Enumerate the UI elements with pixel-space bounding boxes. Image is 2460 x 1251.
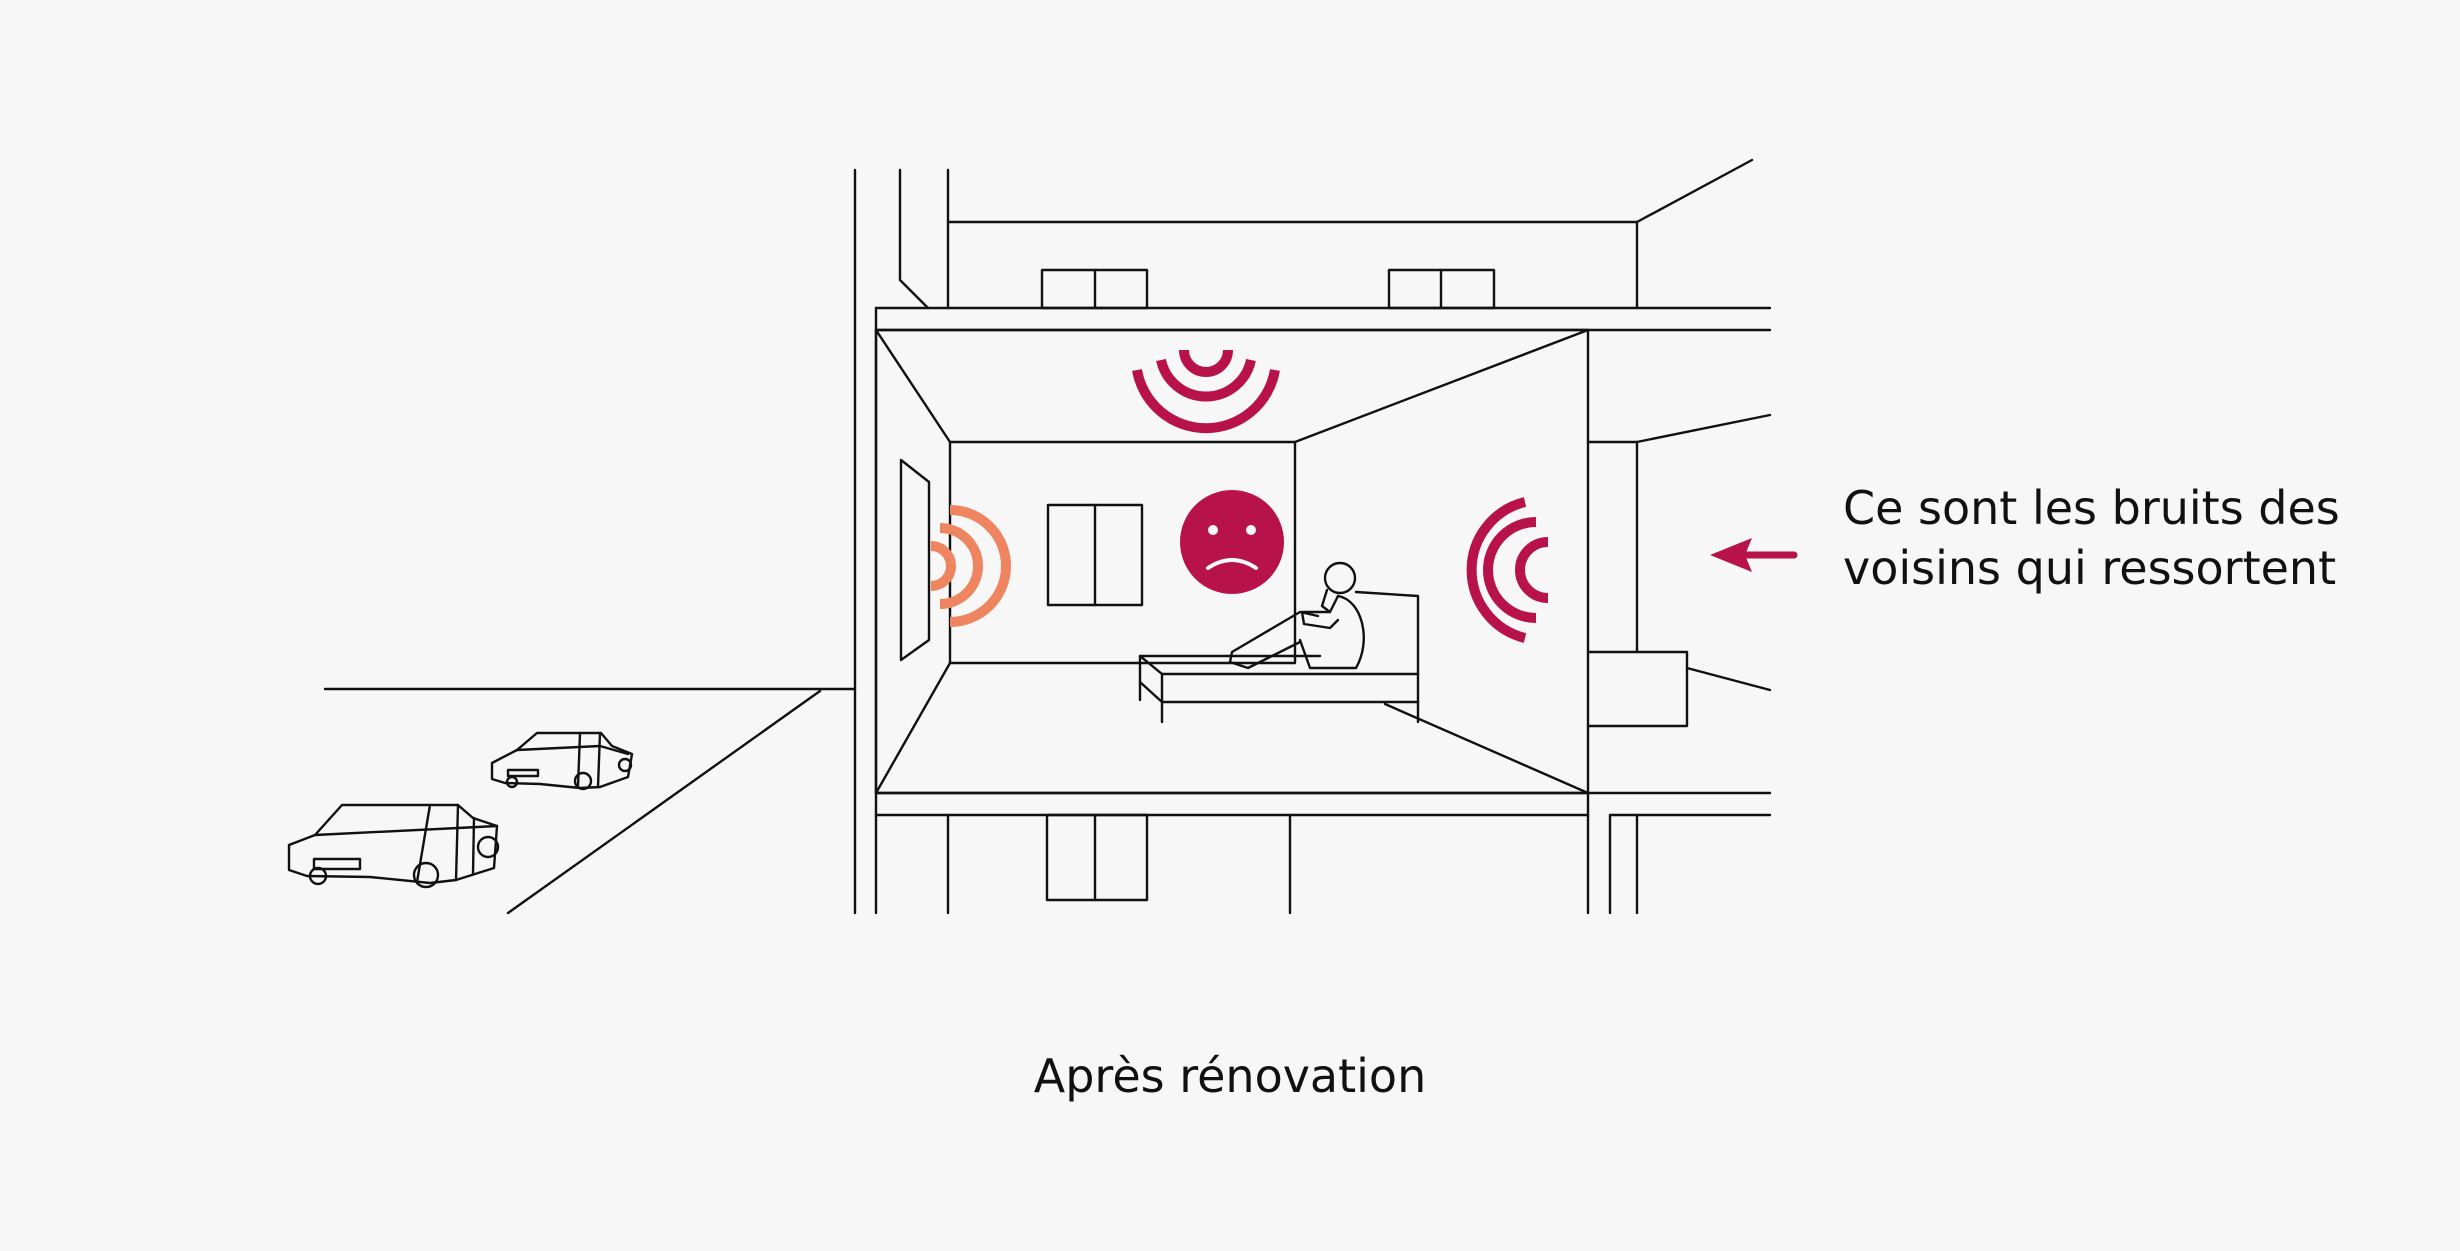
car-near (287, 803, 500, 889)
sound-wave-ceiling (1132, 349, 1280, 434)
person (1228, 561, 1365, 670)
sound-wave-right (1466, 497, 1549, 643)
diagram-caption: Après rénovation (1033, 1049, 1427, 1103)
car-far (490, 731, 634, 791)
annotation-line-2: voisins qui ressortent (1843, 541, 2337, 595)
sound-wave-left (930, 505, 1011, 627)
annotation-line-1: Ce sont les bruits des (1843, 481, 2340, 535)
sad-face-icon (1180, 490, 1284, 594)
annotation-text: Ce sont les bruits des voisins qui resso… (1843, 478, 2403, 598)
street (323, 687, 857, 915)
arrow-left-icon (1710, 538, 1798, 572)
bed (1138, 590, 1420, 724)
